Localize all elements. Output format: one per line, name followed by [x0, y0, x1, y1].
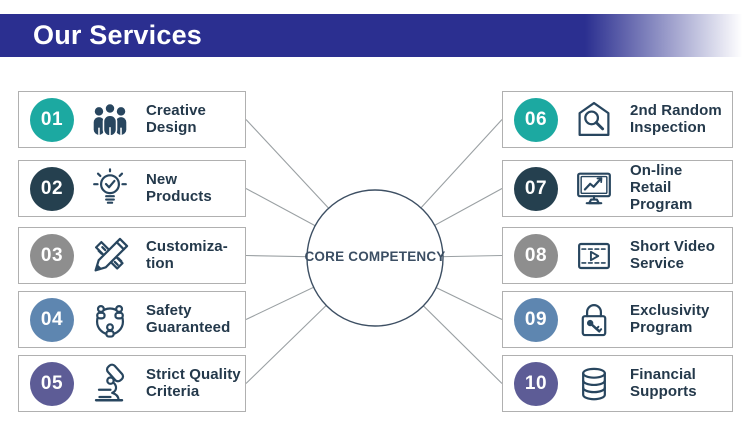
core-competency-circle — [306, 189, 444, 327]
page-title: Our Services — [33, 20, 203, 50]
number-badge: 04 — [30, 297, 74, 342]
header-banner: Our Services — [0, 14, 750, 57]
number-badge: 02 — [30, 166, 74, 211]
number-badge: 07 — [514, 166, 558, 211]
service-item-03: 03 Customiza-tion — [18, 227, 246, 284]
number-badge: 10 — [514, 361, 558, 406]
video-player-icon — [558, 233, 630, 279]
number-badge: 03 — [30, 233, 74, 278]
microscope-icon — [74, 361, 146, 407]
number-badge: 08 — [514, 233, 558, 278]
people-network-icon — [74, 297, 146, 343]
number-badge: 01 — [30, 97, 74, 142]
service-label: Customiza-tion — [146, 237, 228, 272]
lock-key-icon — [558, 297, 630, 343]
people-group-icon — [74, 97, 146, 143]
number-badge: 05 — [30, 361, 74, 406]
lightbulb-check-icon — [74, 166, 146, 212]
house-search-icon — [558, 97, 630, 143]
monitor-chart-icon — [558, 166, 630, 212]
pencil-ruler-icon — [74, 233, 146, 279]
number-badge: 06 — [514, 97, 558, 142]
coins-stack-icon — [558, 361, 630, 407]
number-badge: 09 — [514, 297, 558, 342]
core-competency-label: CORE COMPETENCY — [304, 249, 446, 264]
